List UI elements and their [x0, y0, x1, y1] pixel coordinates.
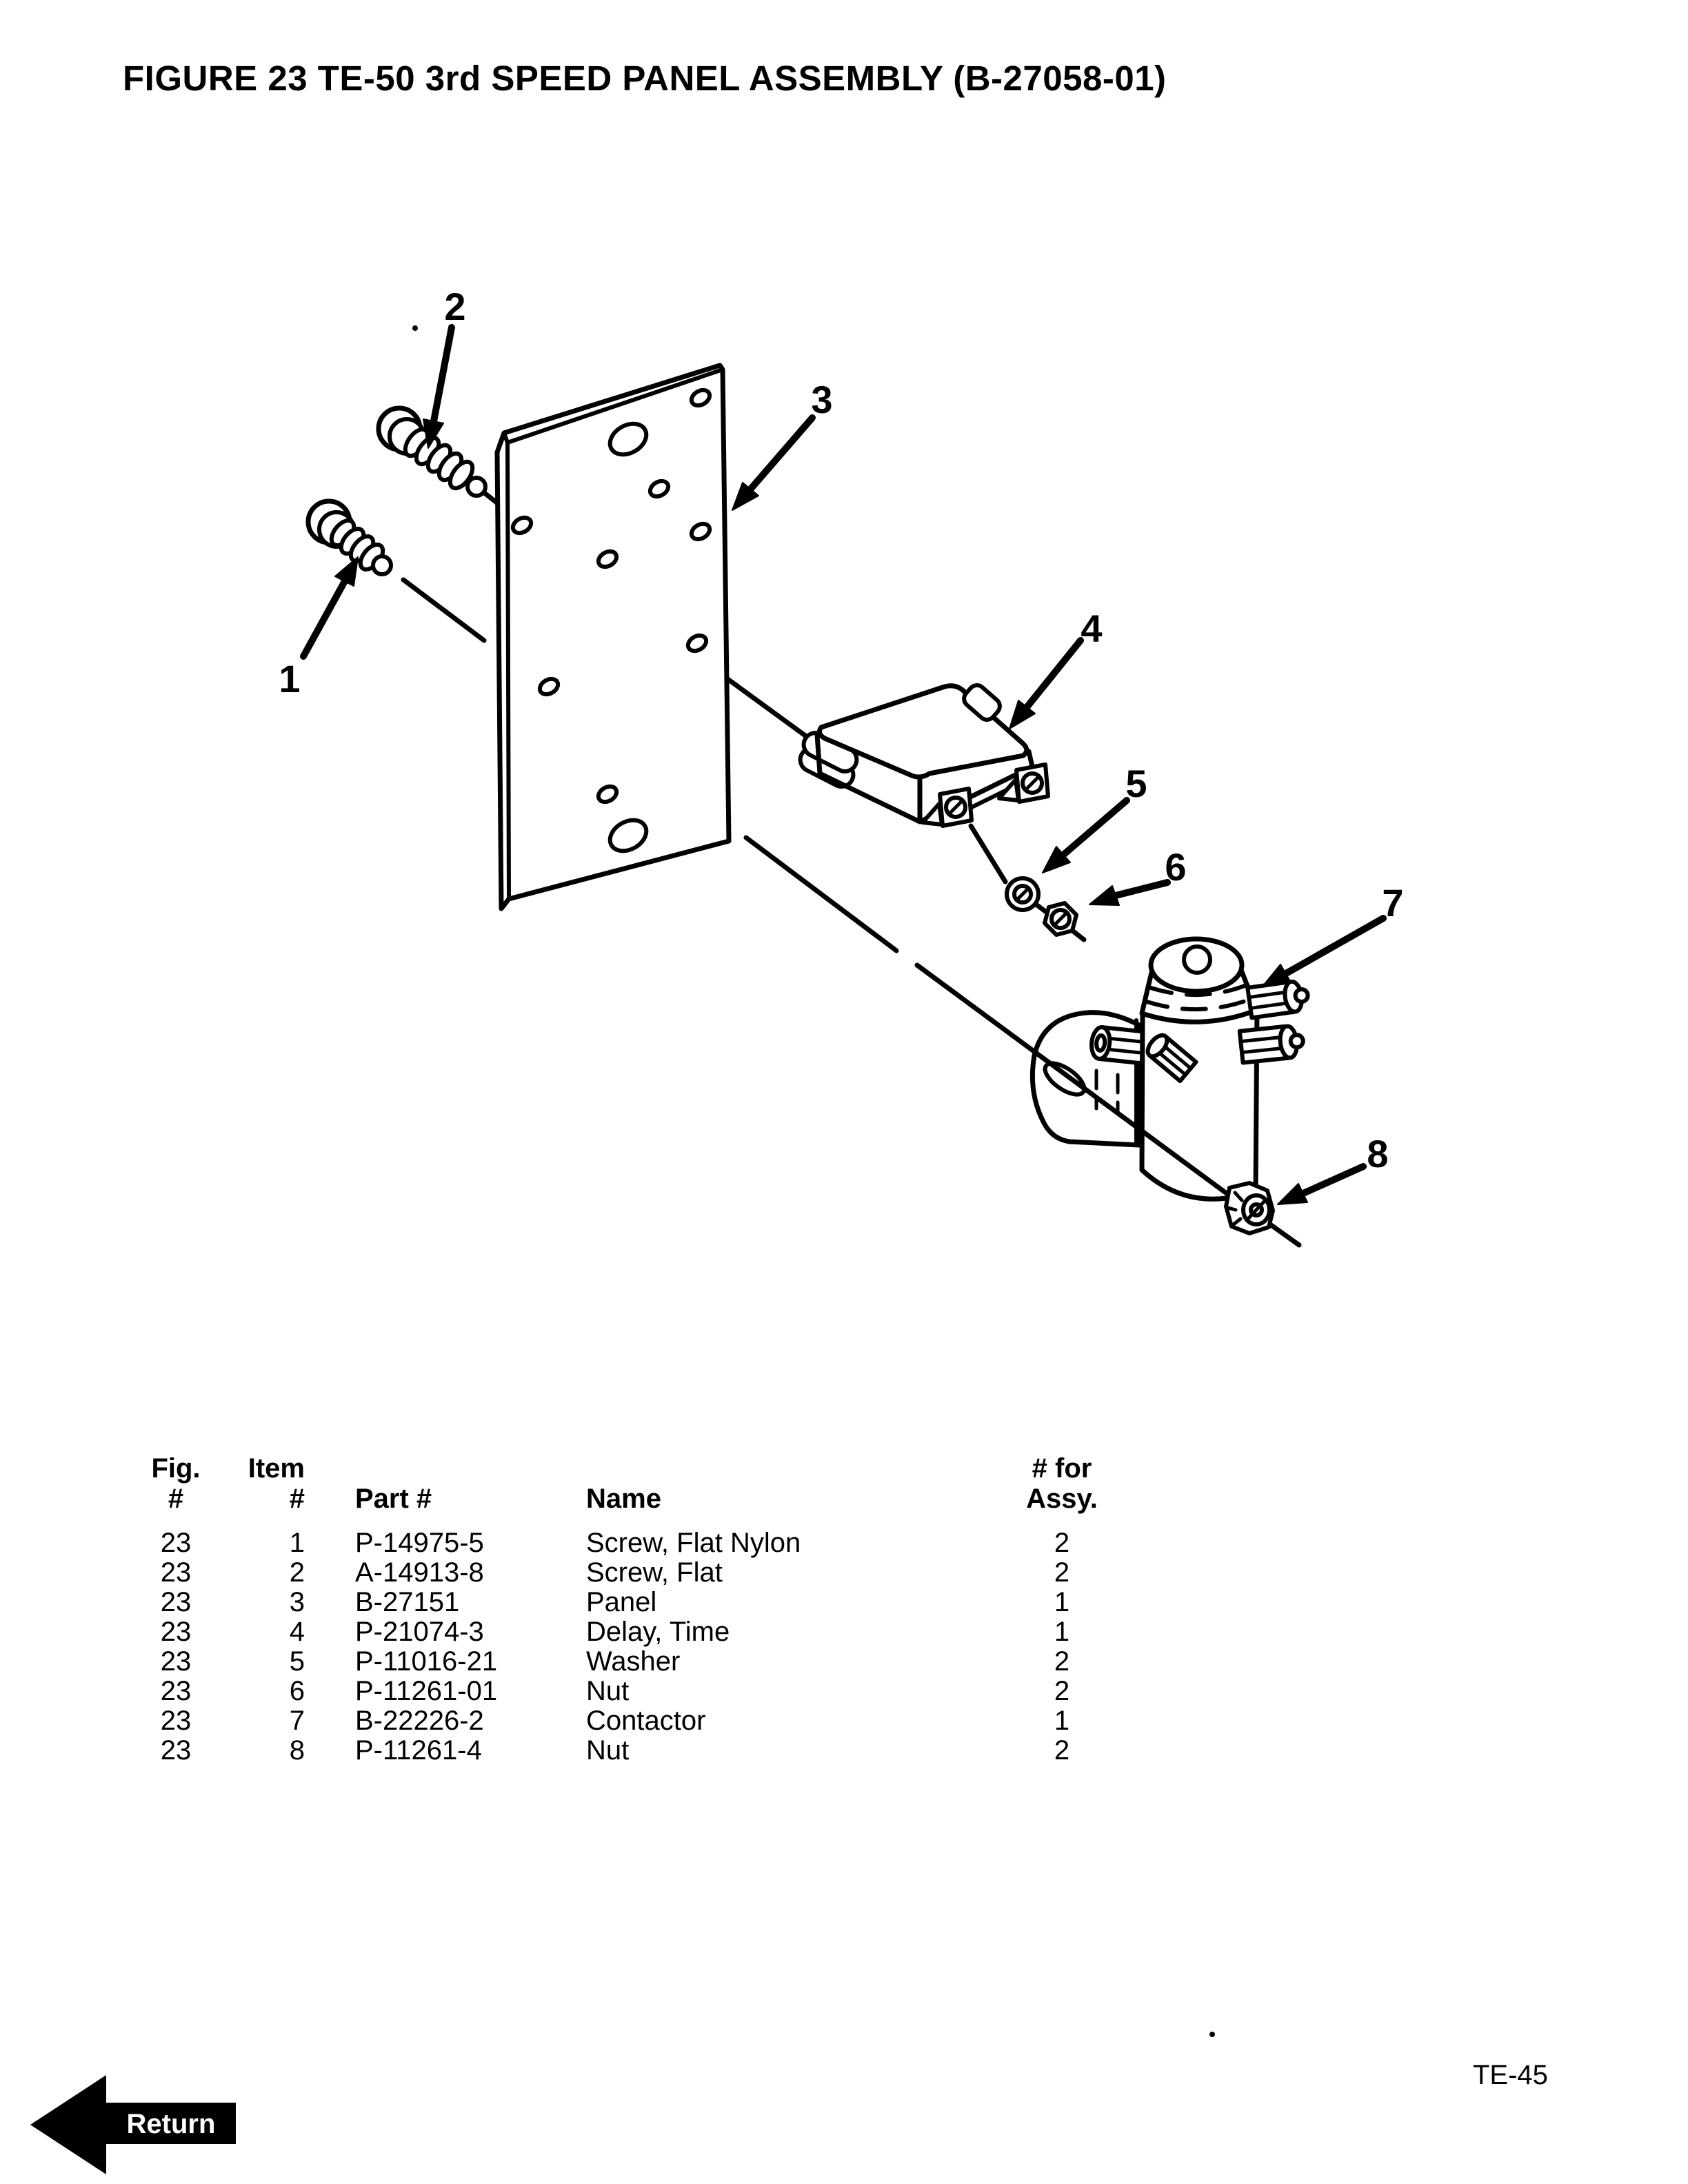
cell-item: 5 [289, 1646, 305, 1677]
col-header-qty: # for [1032, 1453, 1092, 1484]
cell-name: Nut [586, 1735, 630, 1766]
table-row: 23 6 P-11261-01 Nut 2 [145, 1676, 1134, 1706]
callout-3: 3 [811, 378, 832, 421]
cell-qty: 1 [1054, 1617, 1070, 1647]
cell-qty: 2 [1054, 1646, 1070, 1677]
cell-qty: 2 [1054, 1528, 1070, 1558]
cell-fig: 23 [160, 1528, 192, 1558]
col-header-part: Part # [355, 1484, 432, 1514]
callout-8: 8 [1367, 1132, 1388, 1175]
table-body: 23 1 P-14975-5 Screw, Flat Nylon 2 23 2 … [145, 1528, 1134, 1766]
table-row: 23 4 P-21074-3 Delay, Time 1 [145, 1617, 1134, 1647]
table-row: 23 5 P-11016-21 Washer 2 [145, 1646, 1134, 1677]
col-header-fig: Fig. [151, 1453, 201, 1484]
cell-part: P-21074-3 [355, 1617, 484, 1647]
cell-qty: 2 [1054, 1735, 1070, 1766]
table-row: 23 7 B-22226-2 Contactor 1 [145, 1706, 1134, 1736]
cell-part: B-27151 [355, 1587, 460, 1617]
figure-title: FIGURE 23 TE-50 3rd SPEED PANEL ASSEMBLY… [123, 59, 1167, 98]
screw-flat-part-2 [376, 405, 488, 498]
callout-5: 5 [1125, 762, 1147, 805]
cell-item: 7 [289, 1706, 305, 1736]
table-header-row-1: Fig. Item # for [145, 1453, 1134, 1484]
cell-name: Panel [586, 1587, 657, 1617]
page-number: TE-45 [1473, 2060, 1548, 2090]
cell-item: 2 [289, 1557, 305, 1588]
washer-part [1005, 876, 1041, 912]
cell-fig: 23 [160, 1557, 192, 1588]
scan-speck [412, 325, 418, 331]
cell-part: P-11016-21 [355, 1646, 498, 1677]
cell-item: 8 [289, 1735, 305, 1766]
col-header-item: Item [248, 1453, 305, 1484]
cell-fig: 23 [160, 1676, 192, 1706]
cell-fig: 23 [160, 1735, 192, 1766]
cell-name: Screw, Flat [586, 1557, 723, 1588]
assembly-axis-lines [914, 962, 1302, 1248]
cell-qty: 1 [1054, 1587, 1070, 1617]
callout-4: 4 [1081, 607, 1102, 650]
callout-6: 6 [1165, 845, 1186, 889]
table-header-row-2: # # Part # Name Assy. [145, 1484, 1134, 1514]
cell-name: Screw, Flat Nylon [586, 1528, 801, 1558]
cell-name: Nut [586, 1676, 630, 1706]
return-button-body [105, 2103, 236, 2144]
table-row: 23 2 A-14913-8 Screw, Flat 2 [145, 1557, 1134, 1588]
col-header-assy: Assy. [1026, 1484, 1098, 1514]
cell-fig: 23 [160, 1706, 192, 1736]
contactor-part [1029, 936, 1310, 1202]
cell-item: 1 [289, 1528, 305, 1558]
cell-item: 4 [289, 1617, 305, 1647]
back-arrow-icon [30, 2075, 106, 2174]
callout-2: 2 [444, 285, 465, 328]
cell-item: 3 [289, 1587, 305, 1617]
cell-item: 6 [289, 1676, 305, 1706]
table-row: 23 1 P-14975-5 Screw, Flat Nylon 2 [145, 1528, 1134, 1558]
cell-part: P-11261-01 [355, 1676, 498, 1706]
time-delay-part [798, 683, 1050, 828]
callout-7: 7 [1382, 881, 1403, 924]
cell-part: B-22226-2 [355, 1706, 484, 1736]
scan-speck [1209, 2032, 1215, 2037]
cell-name: Delay, Time [586, 1617, 730, 1647]
return-button-label: Return [127, 2109, 216, 2139]
cell-fig: 23 [160, 1617, 192, 1647]
cell-fig: 23 [160, 1646, 192, 1677]
table-row: 23 8 P-11261-4 Nut 2 [145, 1735, 1134, 1766]
return-button[interactable]: Return [25, 2068, 259, 2182]
cell-part: P-11261-4 [355, 1735, 482, 1766]
col-header-item-num: # [289, 1484, 305, 1514]
cell-qty: 1 [1054, 1706, 1070, 1736]
cell-part: A-14913-8 [355, 1557, 484, 1588]
col-header-name: Name [586, 1484, 661, 1514]
callout-arrows [300, 324, 1387, 1205]
panel-part [494, 363, 732, 911]
nut-part-8 [1224, 1181, 1275, 1235]
screw-flat-nylon-part-1 [305, 498, 393, 576]
cell-part: P-14975-5 [355, 1528, 484, 1558]
cell-qty: 2 [1054, 1557, 1070, 1588]
cell-name: Contactor [586, 1706, 706, 1736]
table-row: 23 3 B-27151 Panel 1 [145, 1587, 1134, 1617]
cell-fig: 23 [160, 1587, 192, 1617]
cell-name: Washer [586, 1646, 681, 1677]
nut-part-6 [1043, 901, 1078, 937]
callout-1: 1 [279, 657, 300, 700]
cell-qty: 2 [1054, 1676, 1070, 1706]
col-header-fig-num: # [168, 1484, 184, 1514]
parts-table: Fig. Item # for # # Part # Name Assy. 23… [145, 1453, 1134, 1766]
